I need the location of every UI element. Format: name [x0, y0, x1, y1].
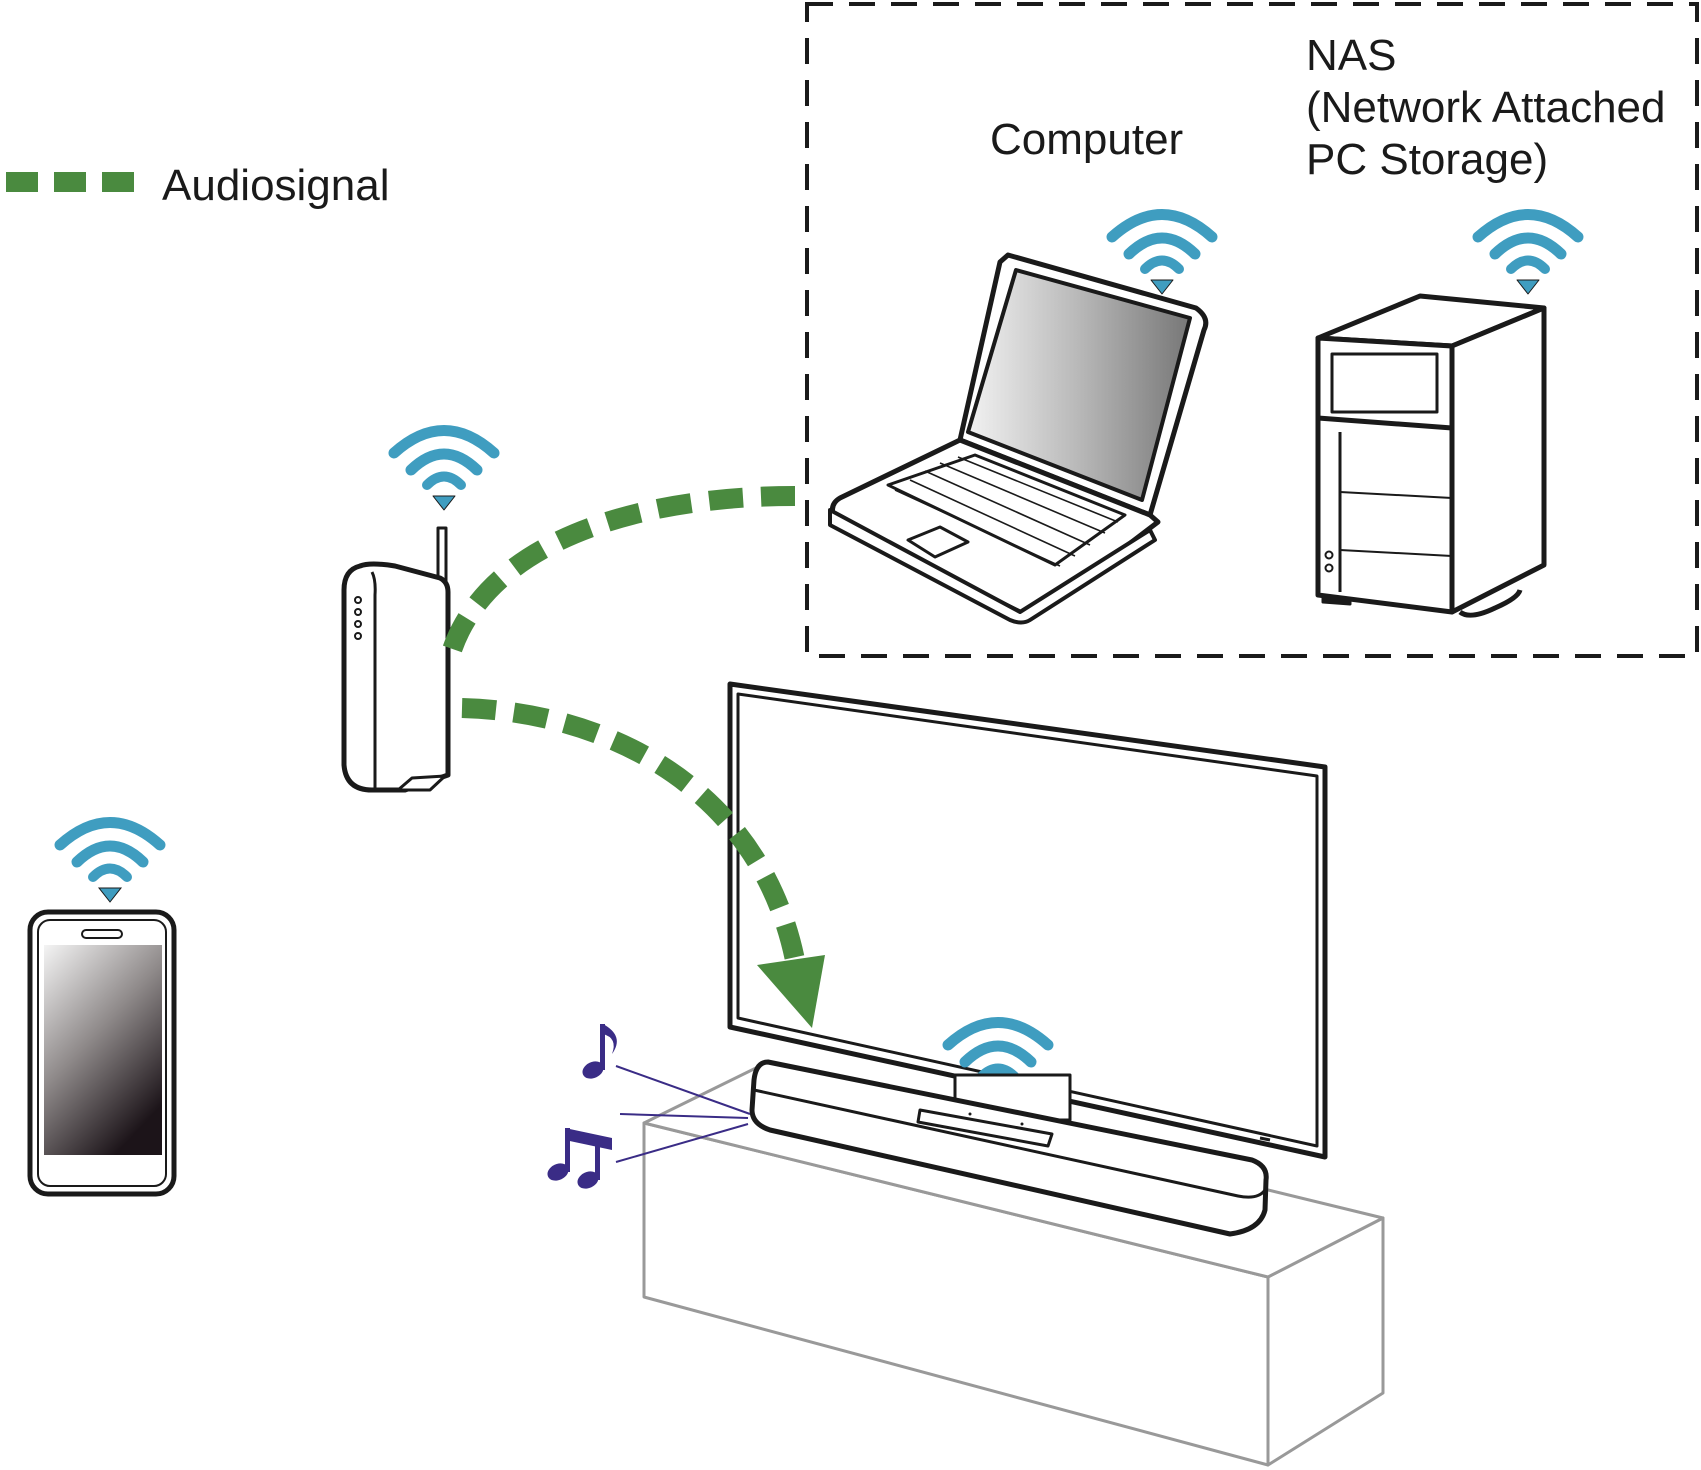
laptop-icon	[828, 215, 1212, 625]
soundbar-icon	[749, 1023, 1269, 1237]
smartphone-icon	[27, 823, 177, 1197]
nas-label-line3: PC Storage)	[1306, 135, 1548, 184]
audio-signal-paths	[442, 486, 825, 1028]
music-note-icon	[582, 1024, 617, 1079]
legend: Audiosignal	[6, 161, 390, 210]
legend-label: Audiosignal	[162, 161, 390, 210]
signal-router-to-soundbar	[461, 698, 805, 963]
server-group-box	[805, 2, 1699, 658]
signal-computer-to-router	[442, 486, 796, 654]
music-note-icon	[547, 1128, 612, 1189]
nas-label-line2: (Network Attached	[1306, 83, 1666, 132]
tv-icon	[727, 681, 1328, 1160]
signal-arrowhead	[757, 955, 825, 1028]
nas-icon	[1315, 215, 1578, 618]
sound-output	[547, 1024, 751, 1189]
router-icon	[341, 431, 494, 793]
nas-label-line1: NAS	[1306, 31, 1396, 80]
computer-label: Computer	[990, 115, 1183, 164]
